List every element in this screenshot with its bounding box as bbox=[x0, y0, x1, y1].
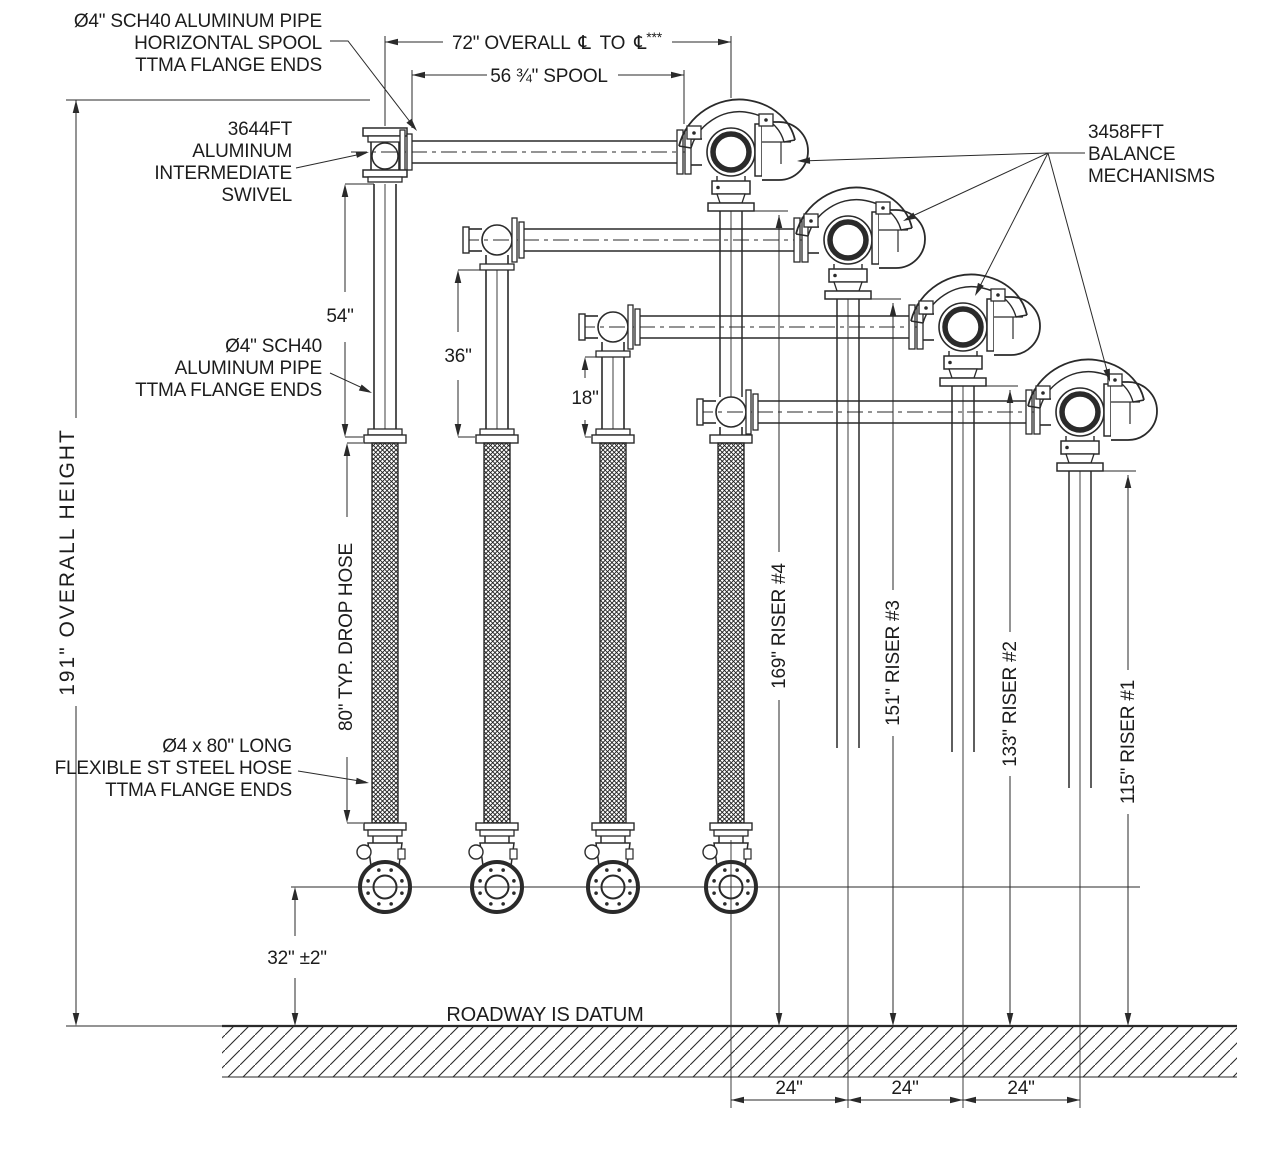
callout-vertical-pipe-line3: TTMA FLANGE ENDS bbox=[135, 380, 322, 401]
dim-ground-clearance: 32" ±2" bbox=[267, 948, 327, 969]
callout-vertical-pipe-line2: ALUMINUM PIPE bbox=[175, 358, 322, 379]
callout-intermediate-swivel-line1: 3644FT bbox=[228, 119, 293, 140]
drawing-geometry bbox=[66, 36, 1237, 1108]
dim-spool-length: 56 ¾" SPOOL bbox=[490, 66, 608, 87]
dim-drop-pipe-18: 18" bbox=[571, 388, 598, 409]
callout-balance-mechanisms-line1: 3458FFT bbox=[1088, 122, 1164, 143]
callout-intermediate-swivel-line4: SWIVEL bbox=[221, 185, 292, 206]
callout-horizontal-spool-line1: Ø4" SCH40 ALUMINUM PIPE bbox=[74, 11, 322, 32]
drawing-annotations: Ø4" SCH40 ALUMINUM PIPE HORIZONTAL SPOOL… bbox=[55, 11, 1215, 1099]
dim-riser-2: 133" RISER #2 bbox=[1000, 641, 1021, 767]
dim-overall-span: 72" OVERALL℄TO℄*** bbox=[452, 29, 663, 54]
callout-balance-mechanisms-line2: BALANCE bbox=[1088, 144, 1175, 165]
dim-drop-pipe-36: 36" bbox=[444, 346, 471, 367]
callout-intermediate-swivel-line3: INTERMEDIATE bbox=[154, 163, 292, 184]
dim-overall-height: 191" OVERALL HEIGHT bbox=[56, 428, 79, 696]
callout-horizontal-spool-line3: TTMA FLANGE ENDS bbox=[135, 55, 322, 76]
callout-vertical-pipe-line1: Ø4" SCH40 bbox=[225, 336, 322, 357]
roadway-datum-label: ROADWAY IS DATUM bbox=[446, 1004, 643, 1026]
dim-riser-spacing-3: 24" bbox=[1007, 1078, 1034, 1099]
dim-riser-1: 115" RISER #1 bbox=[1118, 680, 1139, 804]
dim-drop-pipe-54: 54" bbox=[326, 306, 353, 327]
dim-riser-3: 151" RISER #3 bbox=[883, 600, 904, 726]
callout-flexible-hose-line1: Ø4 x 80" LONG bbox=[162, 736, 292, 757]
callout-intermediate-swivel-line2: ALUMINUM bbox=[192, 141, 292, 162]
dim-riser-4: 169" RISER #4 bbox=[769, 563, 790, 689]
dim-drop-hose: 80" TYP. DROP HOSE bbox=[336, 543, 357, 731]
callout-balance-mechanisms-line3: MECHANISMS bbox=[1088, 166, 1215, 187]
dim-riser-spacing-1: 24" bbox=[775, 1078, 802, 1099]
callout-flexible-hose-line3: TTMA FLANGE ENDS bbox=[105, 780, 292, 801]
dim-riser-spacing-2: 24" bbox=[891, 1078, 918, 1099]
callout-horizontal-spool-line2: HORIZONTAL SPOOL bbox=[134, 33, 322, 54]
callout-flexible-hose-line2: FLEXIBLE ST STEEL HOSE bbox=[55, 758, 292, 779]
